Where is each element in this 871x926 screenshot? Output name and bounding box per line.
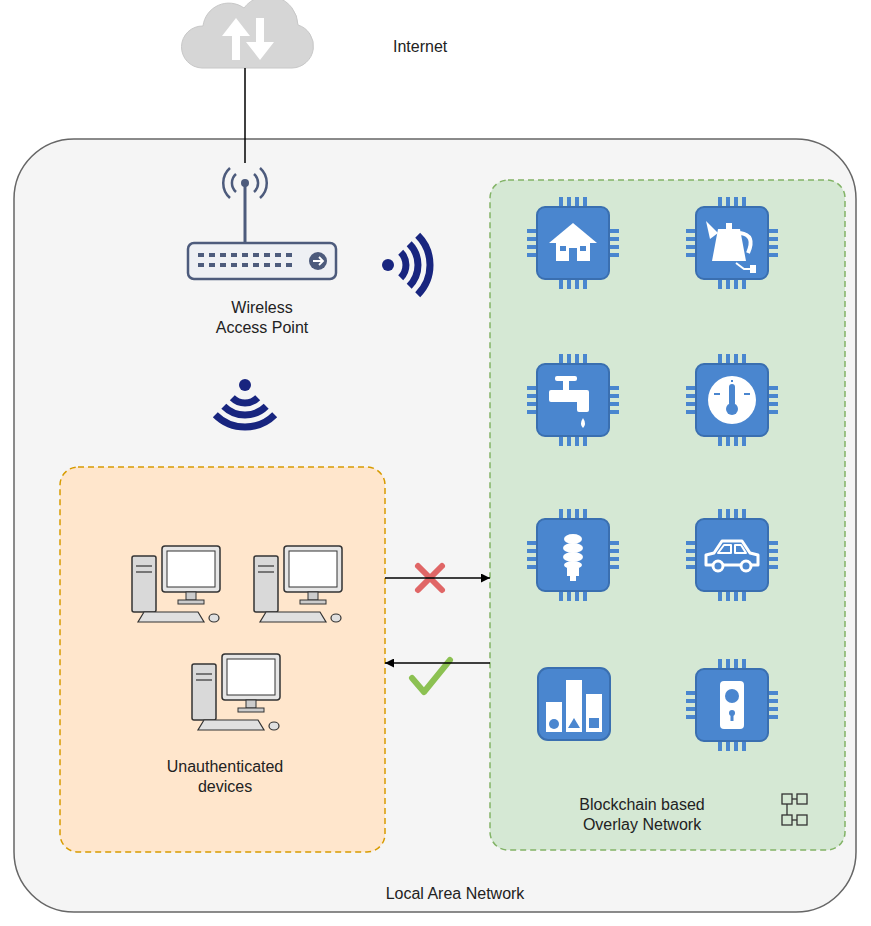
device-group: Unauthenticated devices: [60, 467, 385, 852]
network-region: Local Area Network Wireless Access PointU…: [14, 139, 856, 912]
node-label: Unauthenticated devices: [150, 757, 300, 797]
connector: [244, 68, 246, 163]
access-point-node: Wireless Access Point: [185, 163, 340, 348]
wifi-signal: [382, 235, 430, 294]
node-label: Wireless Access Point: [207, 298, 317, 338]
device-group-outline: [60, 467, 385, 852]
allowed-mark: [412, 660, 450, 692]
overlay-network-group: Blockchain based Overlay Network: [490, 180, 845, 850]
wifi-signal: [215, 379, 274, 427]
connector: [385, 662, 490, 664]
desktop-computer: [132, 546, 342, 730]
device-icon: [549, 221, 758, 729]
blockchain-icon: [782, 794, 807, 825]
network-region-outline: [14, 139, 856, 912]
node-label: Blockchain based Overlay Network: [567, 795, 717, 835]
overlay-network-group-outline: [490, 180, 845, 850]
node-label: Internet: [393, 37, 465, 57]
connector: [385, 577, 490, 579]
router-icon: [188, 168, 336, 279]
node-label: Local Area Network: [355, 884, 555, 904]
sensor-app-icon: [538, 668, 610, 740]
device-chip: [527, 197, 778, 751]
cloud-node: Internet: [180, 0, 470, 68]
internet-cloud: [181, 0, 313, 68]
